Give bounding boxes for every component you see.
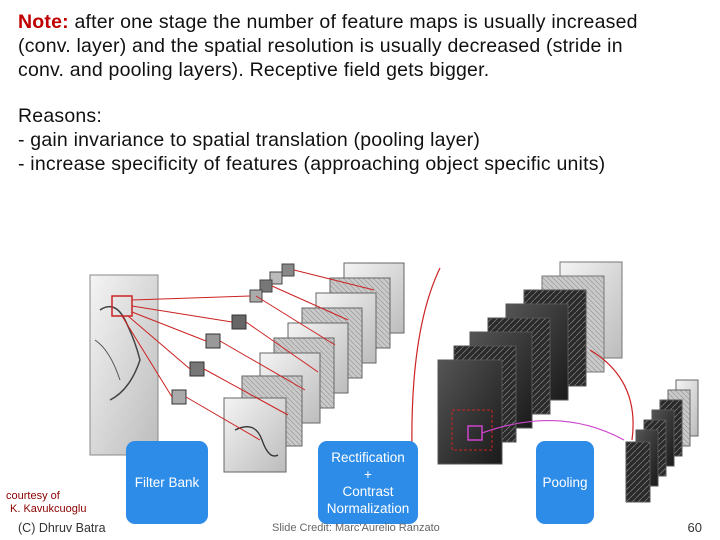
rect-label-line-1: Rectification [331, 449, 405, 465]
courtesy-line-1: courtesy of [6, 490, 60, 502]
reasons-heading: Reasons: [18, 105, 102, 127]
rectified-maps [437, 261, 623, 465]
note-line-1: Note: after one stage the number of feat… [18, 10, 718, 34]
footer-slide-credit: Slide Credit: Marc'Aurelio Ranzato [272, 522, 440, 534]
footer-author: (C) Dhruv Batra [18, 521, 106, 535]
courtesy-credit: courtesy of K. Kavukcuoglu [6, 490, 86, 516]
stage-separators [411, 267, 634, 453]
filter-bank-maps [223, 262, 405, 473]
page-number: 60 [687, 520, 702, 535]
reason-item-1: - gain invariance to spatial translation… [18, 129, 481, 151]
pooling-maps [625, 379, 699, 503]
connection-lines [121, 269, 375, 441]
note-line-3: conv. and pooling layers). Receptive fie… [18, 59, 490, 81]
rect-label-line-2: + [364, 466, 372, 482]
rect-label-line-4: Normalization [326, 500, 410, 516]
note-line-1-text: after one stage the number of feature ma… [68, 11, 638, 33]
pooling-label: Pooling [536, 441, 594, 524]
courtesy-line-2: K. Kavukcuoglu [10, 503, 87, 515]
rectification-normalization-label: Rectification + Contrast Normalization [318, 441, 418, 524]
reasons-list: Reasons: - gain invariance to spatial tr… [18, 104, 605, 176]
input-image [89, 274, 159, 456]
rect-label-line-3: Contrast [342, 483, 394, 499]
filter-bank-label: Filter Bank [126, 441, 208, 524]
note-line-2: (conv. layer) and the spatial resolution… [18, 35, 623, 57]
note-lead: Note: [18, 11, 69, 33]
reason-item-2: - increase specificity of features (appr… [18, 153, 606, 175]
note-paragraph: Note: after one stage the number of feat… [18, 10, 718, 82]
cnn-stage-figure [89, 261, 699, 503]
